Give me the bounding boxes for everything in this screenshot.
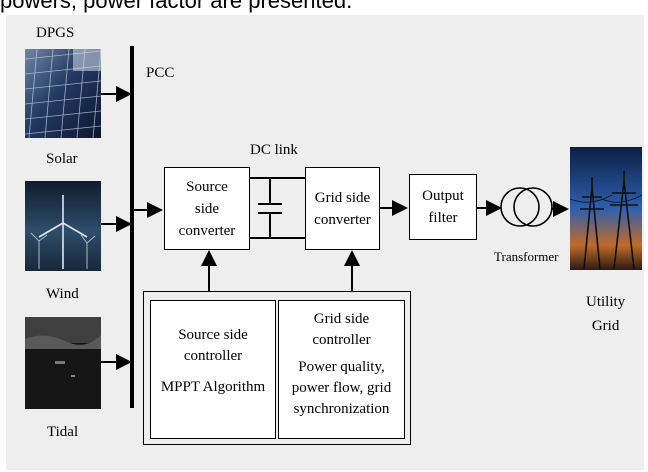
wind-turbine-image (25, 181, 101, 271)
grid-side-controller-block: Grid side controller Power quality, powe… (278, 300, 405, 439)
tidal-image (25, 317, 101, 409)
solar-label: Solar (46, 151, 78, 167)
dc-link-label: DC link (250, 142, 298, 158)
source-controller-title: Source side controller (178, 327, 248, 364)
pcc-label: PCC (146, 65, 175, 81)
grid-controller-title: Grid side controller (312, 311, 371, 348)
grid-side-converter-block: Grid side converter (305, 167, 380, 250)
dpgs-label: DPGS (36, 25, 75, 41)
output-filter-text: Output filter (422, 188, 464, 226)
controller-group: Source side controller MPPT Algorithm Gr… (143, 291, 411, 445)
source-controller-detail: MPPT Algorithm (160, 379, 266, 395)
source-side-controller-block: Source side controller MPPT Algorithm (150, 300, 276, 439)
transformer-symbol (500, 187, 553, 227)
dc-link-capacitor (249, 177, 305, 239)
grid-controller-detail: Power quality, power flow, grid synchron… (291, 359, 392, 417)
transformer-label: Transformer (494, 249, 559, 264)
solar-panel-image (25, 49, 101, 138)
grid-side-converter-text: Grid side converter (314, 189, 371, 228)
utility-grid-image (570, 147, 642, 270)
output-filter-block: Output filter (409, 174, 477, 240)
source-side-converter-text: Source side converter (178, 178, 236, 239)
cropped-caption-text: powers, power factor are presented. (0, 0, 353, 13)
source-side-converter-block: Source side converter (164, 167, 250, 250)
utility-grid-label: Utility Grid (586, 294, 626, 334)
tidal-label: Tidal (47, 424, 79, 440)
wind-label: Wind (46, 286, 79, 302)
